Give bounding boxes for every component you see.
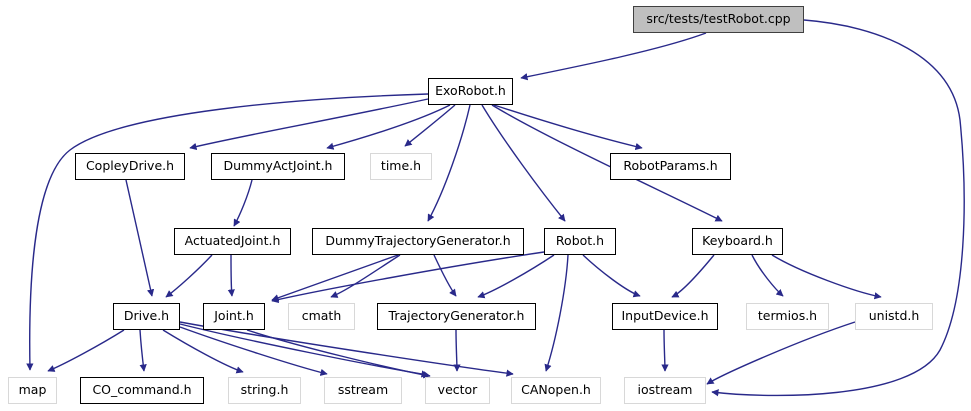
- graph-node-vector[interactable]: vector: [425, 377, 490, 404]
- graph-node-label: Drive.h: [123, 308, 170, 324]
- graph-node-label: RobotParams.h: [623, 158, 718, 174]
- graph-edge: [139, 329, 147, 372]
- graph-node-label: Keyboard.h: [702, 233, 773, 249]
- graph-node-iostream[interactable]: iostream: [624, 377, 706, 404]
- graph-edge: [491, 104, 723, 222]
- graph-edge: [227, 254, 235, 297]
- graph-node-Robot[interactable]: Robot.h: [544, 228, 616, 255]
- graph-node-label: map: [18, 382, 47, 398]
- graph-node-RobotParams[interactable]: RobotParams.h: [610, 153, 731, 180]
- graph-node-label: Joint.h: [214, 308, 254, 324]
- graph-node-termios[interactable]: termios.h: [746, 303, 829, 330]
- graph-node-Drive[interactable]: Drive.h: [113, 303, 180, 330]
- graph-edge: [189, 98, 429, 151]
- graph-node-label: iostream: [637, 382, 693, 398]
- graph-edge: [427, 104, 471, 222]
- graph-edge: [544, 254, 569, 372]
- graph-edge: [751, 254, 784, 297]
- graph-node-cmath[interactable]: cmath: [288, 303, 355, 330]
- graph-edge: [661, 329, 669, 372]
- graph-node-label: cmath: [301, 308, 342, 324]
- graph-node-DummyTrajGen[interactable]: DummyTrajectoryGenerator.h: [312, 228, 524, 255]
- graph-edge: [771, 254, 882, 300]
- graph-node-string[interactable]: string.h: [228, 377, 301, 404]
- graph-edge: [481, 104, 566, 222]
- graph-node-label: DummyActJoint.h: [223, 158, 333, 174]
- graph-node-InputDevice[interactable]: InputDevice.h: [612, 303, 718, 330]
- graph-edge: [233, 179, 253, 227]
- graph-node-DummyActJoint[interactable]: DummyActJoint.h: [211, 153, 345, 180]
- graph-edge: [179, 326, 328, 376]
- graph-node-label: sstream: [337, 382, 389, 398]
- graph-edge: [326, 104, 451, 150]
- graph-edge: [582, 254, 641, 298]
- graph-edge: [433, 254, 457, 297]
- graph-edge: [671, 254, 715, 298]
- graph-edge: [330, 254, 401, 298]
- graph-node-CANopen[interactable]: CANopen.h: [511, 377, 601, 404]
- graph-edge: [404, 104, 456, 147]
- graph-edge: [520, 32, 707, 81]
- graph-node-label: termios.h: [757, 308, 818, 324]
- graph-node-label: Robot.h: [555, 233, 605, 249]
- graph-node-label: time.h: [380, 158, 422, 174]
- graph-node-label: vector: [437, 382, 478, 398]
- graph-edge: [706, 321, 856, 385]
- graph-edge: [162, 329, 244, 374]
- graph-node-ExoRobot[interactable]: ExoRobot.h: [428, 78, 513, 105]
- graph-edge: [246, 329, 431, 379]
- graph-edge: [125, 179, 155, 297]
- graph-edge: [26, 93, 429, 371]
- graph-node-map[interactable]: map: [8, 377, 57, 404]
- graph-node-CopleyDrive[interactable]: CopleyDrive.h: [75, 153, 185, 180]
- graph-node-ActuatedJoint[interactable]: ActuatedJoint.h: [174, 228, 291, 255]
- graph-edge: [453, 329, 461, 372]
- graph-node-label: unistd.h: [868, 308, 920, 324]
- graph-node-label: CopleyDrive.h: [85, 158, 175, 174]
- graph-node-testRobot[interactable]: src/tests/testRobot.cpp: [633, 6, 804, 33]
- graph-node-label: InputDevice.h: [621, 308, 709, 324]
- graph-node-CO_command[interactable]: CO_command.h: [80, 377, 204, 404]
- graph-node-label: src/tests/testRobot.cpp: [646, 11, 791, 27]
- graph-node-label: string.h: [240, 382, 289, 398]
- graph-node-label: ExoRobot.h: [435, 83, 506, 99]
- graph-node-Joint[interactable]: Joint.h: [203, 303, 265, 330]
- graph-edge: [165, 254, 213, 298]
- graph-node-label: ActuatedJoint.h: [184, 233, 281, 249]
- graph-node-unistd[interactable]: unistd.h: [855, 303, 933, 330]
- graph-node-label: CANopen.h: [521, 382, 591, 398]
- graph-node-sstream[interactable]: sstream: [324, 377, 402, 404]
- graph-node-TrajGen[interactable]: TrajectoryGenerator.h: [377, 303, 536, 330]
- graph-edge: [711, 19, 965, 397]
- graph-edge: [47, 329, 125, 372]
- graph-edge: [477, 254, 555, 299]
- graph-node-label: CO_command.h: [92, 382, 192, 398]
- graph-edge: [493, 104, 643, 151]
- graph-edge: [271, 254, 399, 302]
- graph-node-label: DummyTrajectoryGenerator.h: [325, 233, 511, 249]
- graph-node-Keyboard[interactable]: Keyboard.h: [692, 228, 783, 255]
- graph-node-label: TrajectoryGenerator.h: [388, 308, 525, 324]
- graph-edge: [271, 251, 545, 304]
- graph-node-time[interactable]: time.h: [370, 153, 432, 180]
